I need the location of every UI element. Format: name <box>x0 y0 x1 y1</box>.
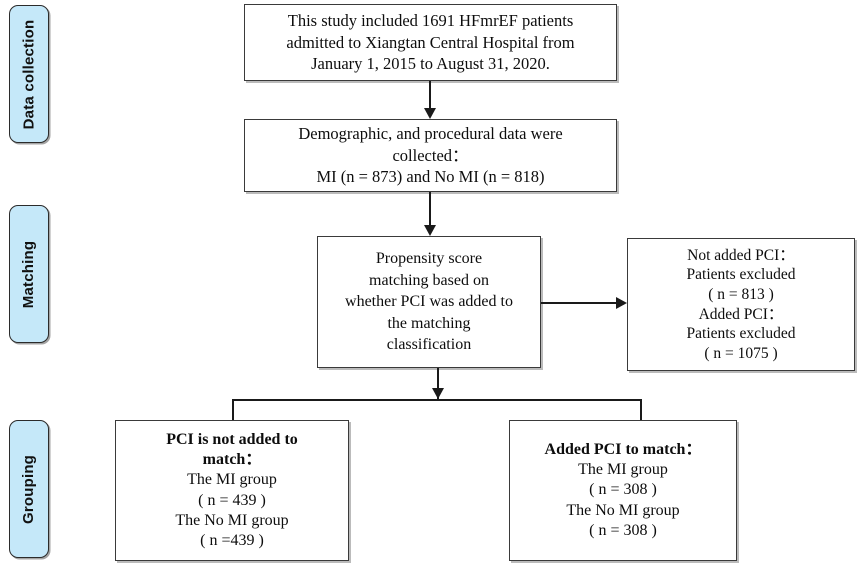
stage-label-data-collection: Data collection <box>9 5 49 143</box>
box-line: collected： <box>392 145 469 165</box>
box-line: ( n = 308 ) <box>589 481 657 499</box>
connector-split-to-nopci <box>232 399 234 421</box>
box-line: ( n = 308 ) <box>589 521 657 539</box>
box-line: Patients excluded <box>686 266 796 284</box>
connector-matching-to-split <box>437 368 439 399</box>
box-line: Added PCI to match： <box>544 440 702 458</box>
box-propensity-matching: Propensity score matching based on wheth… <box>317 236 541 368</box>
box-line: matching based on <box>369 271 489 289</box>
box-line: MI (n = 873) and No MI (n = 818) <box>316 167 545 187</box>
box-line: Added PCI： <box>698 305 784 323</box>
box-line: match： <box>202 450 262 468</box>
box-line: ( n = 439 ) <box>198 491 266 509</box>
box-line: The MI group <box>578 461 668 479</box>
arrowhead-matching-to-split <box>431 388 444 399</box>
box-line: PCI is not added to <box>166 430 298 448</box>
box-line: Patients excluded <box>686 325 796 343</box>
box-line: The No MI group <box>566 501 680 519</box>
box-line: The No MI group <box>175 511 289 529</box>
box-line: Not added PCI： <box>687 246 795 264</box>
connector-collect-to-matching <box>429 192 431 230</box>
connector-matching-to-excluded <box>541 302 620 304</box>
arrowhead-collect-to-matching <box>423 225 436 236</box>
box-line: Demographic, and procedural data were <box>298 123 563 143</box>
stage-label-text: Data collection <box>20 19 38 129</box>
box-line: This study included 1691 HFmrEF patients <box>287 10 574 30</box>
box-group-pci-not-added: PCI is not added to match： The MI group … <box>115 420 349 561</box>
box-line: The MI group <box>187 471 277 489</box>
box-study-population: This study included 1691 HFmrEF patients… <box>244 4 617 81</box>
stage-label-text: Matching <box>20 240 38 308</box>
box-line: admitted to Xiangtan Central Hospital fr… <box>286 32 575 52</box>
stage-label-text: Grouping <box>20 454 38 524</box>
box-line: ( n = 813 ) <box>708 285 774 303</box>
connector-split-bus <box>232 399 642 401</box>
box-line: ( n =439 ) <box>200 532 264 550</box>
arrowhead-matching-to-excluded <box>616 296 627 309</box>
box-line: whether PCI was added to <box>345 293 513 311</box>
box-group-pci-added: Added PCI to match： The MI group ( n = 3… <box>509 420 737 561</box>
box-patients-excluded: Not added PCI： Patients excluded ( n = 8… <box>627 238 855 371</box>
box-line: Propensity score <box>375 250 483 268</box>
arrowhead-source-to-collect <box>423 108 436 119</box>
connector-source-to-collect <box>429 81 431 113</box>
box-data-collected: Demographic, and procedural data were co… <box>244 119 617 192</box>
box-line: ( n = 1075 ) <box>704 344 778 362</box>
box-line: the matching <box>387 314 471 332</box>
box-line: January 1, 2015 to August 31, 2020. <box>311 54 550 74</box>
stage-label-grouping: Grouping <box>9 420 49 558</box>
stage-label-matching: Matching <box>9 205 49 343</box>
box-line: classification <box>386 336 472 354</box>
connector-split-to-pci <box>640 399 642 421</box>
